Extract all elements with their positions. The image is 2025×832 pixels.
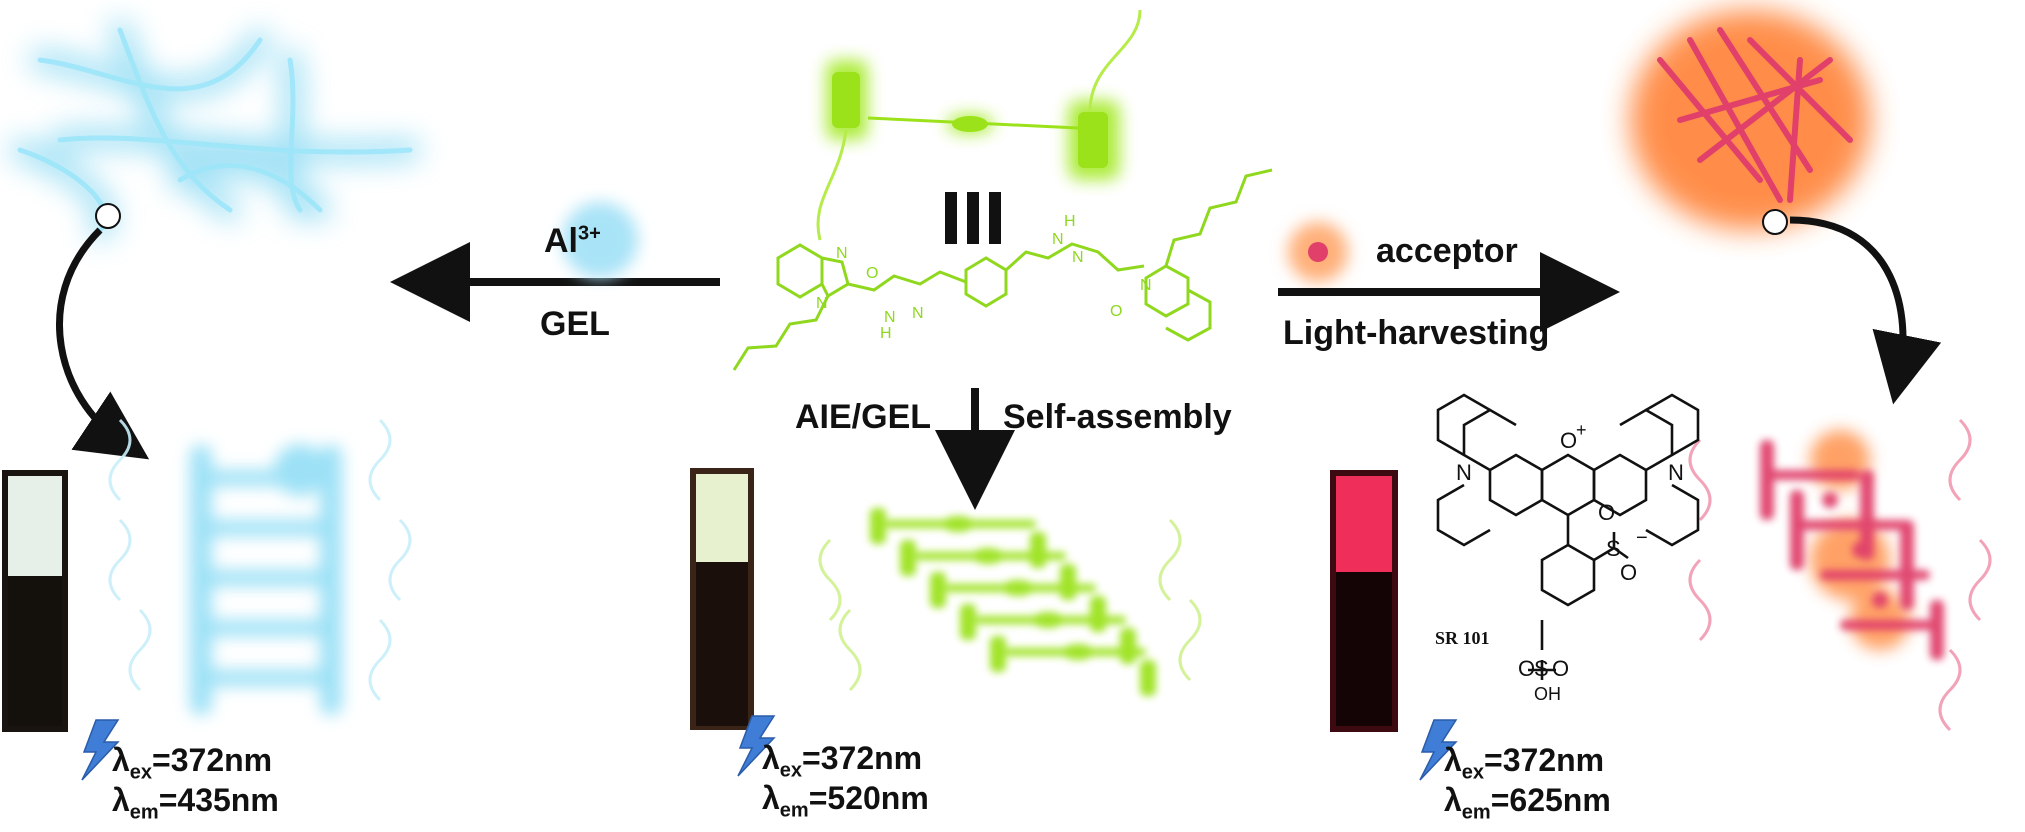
- sr101-atom-labels: N N O + S O O − O S O OH: [1456, 420, 1684, 704]
- stacking-bars: [945, 192, 1001, 244]
- svg-text:O: O: [1552, 656, 1569, 681]
- pink-ladder-assembly: [1688, 418, 1992, 732]
- svg-text:−: −: [1636, 527, 1648, 549]
- svg-text:O: O: [1620, 560, 1637, 585]
- lightning-icon-left: [81, 719, 120, 781]
- chem-atom-labels: N N N H N O N H N N O: [816, 213, 1152, 342]
- svg-text:N: N: [1072, 249, 1084, 266]
- excitation-center: λex=372nm: [762, 740, 923, 782]
- curved-arrow-right: [1789, 216, 1942, 405]
- emission-center: λem=520nm: [762, 780, 929, 822]
- svg-text:O: O: [1598, 500, 1615, 525]
- svg-text:N: N: [912, 305, 924, 322]
- green-dumbbell-molecule: [816, 9, 1142, 241]
- gel-label: GEL: [540, 305, 610, 343]
- vial-blue: [2, 470, 68, 732]
- zoom-circle-right: [1762, 209, 1788, 235]
- lightning-icon-center: [737, 715, 776, 777]
- svg-text:O: O: [866, 265, 878, 282]
- zoom-circle-left: [95, 203, 121, 229]
- vial-pink: [1330, 470, 1398, 732]
- emission-right: λem=625nm: [1444, 782, 1611, 824]
- lightning-icon-right: [1419, 719, 1458, 781]
- sr101-label: SR 101: [1435, 628, 1490, 648]
- al-ion-glow: [562, 202, 638, 278]
- emission-left: λem=435nm: [112, 782, 279, 824]
- svg-text:H: H: [880, 325, 892, 342]
- svg-text:N: N: [836, 245, 848, 262]
- al-ion-label: Al3+: [544, 222, 601, 260]
- acceptor-label: acceptor: [1376, 232, 1518, 270]
- curved-arrow-left: [56, 227, 150, 460]
- svg-text:N: N: [1052, 231, 1064, 248]
- svg-text:O: O: [1560, 428, 1577, 453]
- svg-text:O: O: [1518, 656, 1535, 681]
- svg-text:N: N: [1140, 277, 1152, 294]
- excitation-left: λex=372nm: [112, 742, 273, 784]
- aie-gel-label: AIE/GEL: [795, 398, 932, 436]
- svg-text:N: N: [816, 295, 828, 312]
- svg-text:H: H: [1064, 213, 1076, 230]
- green-sheet-assembly: [818, 508, 1202, 696]
- blue-fiber-network: [9, 19, 421, 241]
- svg-text:S: S: [1606, 536, 1621, 561]
- svg-text:S: S: [1534, 656, 1549, 681]
- excitation-right: λex=372nm: [1444, 742, 1605, 784]
- svg-text:N: N: [1456, 460, 1472, 485]
- light-harvesting-label: Light-harvesting: [1283, 314, 1550, 352]
- svg-text:N: N: [884, 309, 896, 326]
- svg-text:OH: OH: [1534, 684, 1561, 704]
- self-assembly-label: Self-assembly: [1003, 398, 1232, 436]
- svg-text:+: +: [1576, 420, 1587, 440]
- vial-green: [690, 468, 754, 730]
- svg-text:N: N: [1668, 460, 1684, 485]
- green-chemical-structure: [732, 168, 1273, 371]
- svg-text:O: O: [1110, 303, 1122, 320]
- sr101-structure: [1436, 393, 1700, 680]
- orange-fiber-bundle: [1630, 10, 1870, 235]
- blue-ladder-assembly: [108, 418, 412, 715]
